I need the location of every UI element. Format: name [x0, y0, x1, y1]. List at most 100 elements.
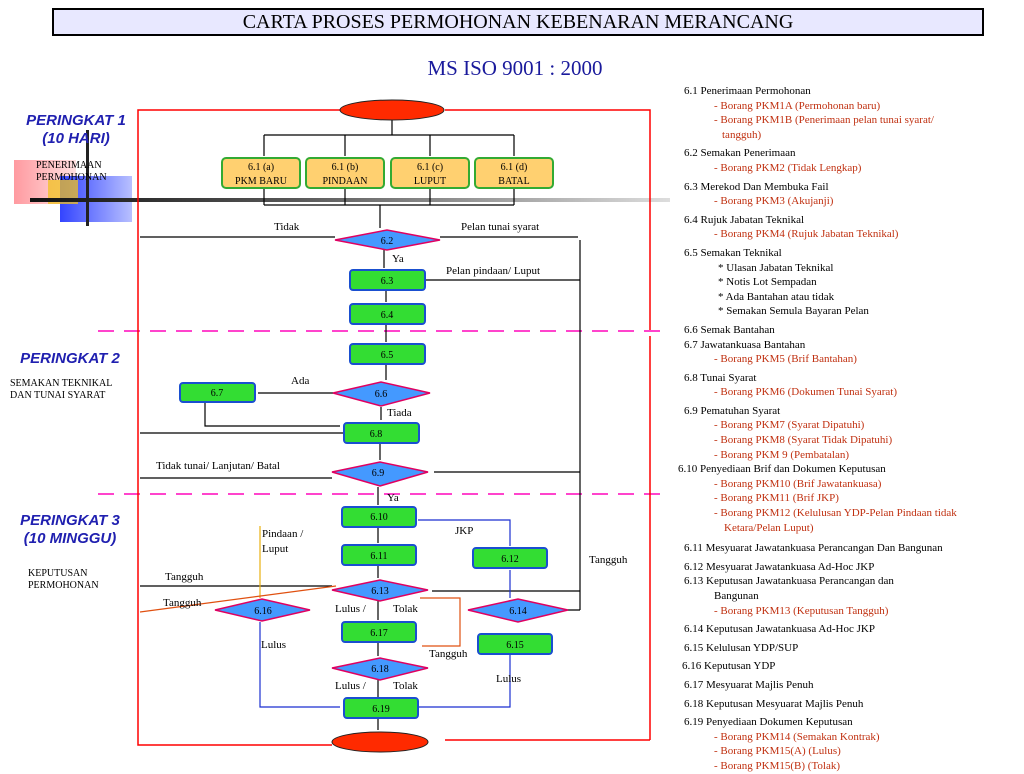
process-6-19: 6.19 [343, 697, 419, 719]
option-pkm-baru: 6.1 (a) PKM BARU [221, 157, 301, 189]
legend-6-8-a: - Borang PKM6 (Dokumen Tunai Syarat) [714, 386, 898, 399]
decision-6-18: 6.18 [331, 657, 429, 681]
process-6-7-label: 6.7 [211, 388, 224, 399]
flowchart: 6.1 (a) PKM BARU 6.1 (b) PINDAAN 6.1 (c)… [98, 99, 660, 753]
blue-flow-lines [259, 519, 511, 708]
process-6-4: 6.4 [349, 303, 426, 325]
process-6-8: 6.8 [343, 422, 420, 444]
label-pindaan-luput-2: Luput [262, 543, 288, 555]
label-lulus-left: Lulus [261, 639, 286, 651]
label-tiada: Tiada [387, 407, 412, 419]
legend-6-4: 6.4 Rujuk Jabatan Teknikal [684, 213, 805, 226]
level-1-title: PERINGKAT 1 (10 HARI) [14, 112, 138, 148]
legend-6-19-c: - Borang PKM15(B) (Tolak) [714, 759, 841, 772]
legend-6-13: 6.13 Keputusan Jawatankuasa Perancangan … [684, 575, 894, 588]
decision-6-14: 6.14 [467, 598, 569, 623]
option-pkm-baru-code: 6.1 (a) [248, 162, 274, 173]
legend-6-13-cont: Bangunan [714, 590, 759, 602]
legend-6-10-a: - Borang PKM10 (Brif Jawatankuasa) [714, 477, 882, 490]
decision-6-13-label: 6.13 [371, 586, 389, 597]
legend-6-18: 6.18 Keputusan Mesyuarat Majlis Penuh [684, 697, 864, 710]
legend-6-3-a: - Borang PKM3 (Akujanji) [714, 195, 834, 208]
decision-6-9-label: 6.9 [372, 468, 385, 479]
level-2-desc-line2: DAN TUNAI SYARAT [10, 390, 106, 401]
legend-6-7: 6.7 Jawatankuasa Bantahan [684, 338, 806, 351]
decor-line-h [30, 198, 670, 202]
legend-6-2: 6.2 Semakan Penerimaan [684, 147, 796, 160]
label-lulus-tolak-1a: Lulus / [335, 603, 367, 615]
process-6-12: 6.12 [472, 547, 548, 569]
process-6-17: 6.17 [341, 621, 417, 643]
label-tidak-tunai: Tidak tunai/ Lanjutan/ Batal [156, 460, 280, 472]
legend-6-19: 6.19 Penyediaan Dokumen Keputusan [684, 716, 853, 729]
title-box: CARTA PROSES PERMOHONAN KEBENARAN MERANC… [52, 8, 984, 36]
legend-6-16: 6.16 Keputusan YDP [682, 660, 776, 673]
option-pindaan-code: 6.1 (b) [332, 162, 359, 173]
flow-lines [140, 118, 581, 730]
option-pkm-baru-label: PKM BARU [235, 176, 288, 187]
legend-6-5-d: * Semakan Semula Bayaran Pelan [718, 305, 869, 318]
label-pelan-pindaan: Pelan pindaan/ Luput [446, 265, 540, 277]
option-pindaan: 6.1 (b) PINDAAN [305, 157, 385, 189]
decision-6-6: 6.6 [332, 381, 431, 407]
decision-6-18-label: 6.18 [371, 664, 389, 675]
decision-6-13: 6.13 [331, 579, 429, 602]
label-ya-1: Ya [392, 253, 404, 265]
process-6-15: 6.15 [477, 633, 553, 655]
level-2-title: PERINGKAT 2 [8, 350, 132, 368]
label-ada: Ada [291, 375, 309, 387]
legend-6-5-c: * Ada Bantahan atau tidak [718, 290, 835, 303]
label-tangguh-3: Tangguh [429, 648, 468, 660]
legend-6-5-b: * Notis Lot Sempadan [718, 276, 817, 289]
option-luput-label: LUPUT [414, 176, 446, 187]
label-tangguh-2: Tangguh [163, 597, 202, 609]
legend-6-10-b: - Borang PKM11 (Brif JKP) [714, 492, 839, 505]
legend-6-9: 6.9 Pematuhan Syarat [684, 404, 781, 417]
legend-6-5: 6.5 Semakan Teknikal [684, 246, 782, 259]
process-6-11: 6.11 [341, 544, 417, 566]
label-tangguh-right: Tangguh [589, 554, 628, 566]
level-1-duration: (10 HARI) [42, 130, 110, 147]
legend-6-6: 6.6 Semak Bantahan [684, 323, 775, 336]
option-batal-label: BATAL [498, 176, 529, 187]
label-pindaan-luput-1: Pindaan / [262, 528, 304, 540]
red-frame [137, 109, 651, 746]
level-1-desc: PENERIMAAN PERMOHONAN [36, 160, 107, 184]
decision-6-2: 6.2 [334, 229, 441, 251]
process-6-11-label: 6.11 [370, 551, 387, 562]
label-lulus-tolak-2b: Tolak [393, 680, 418, 692]
legend-6-15: 6.15 Kelulusan YDP/SUP [684, 641, 799, 654]
label-lulus-right: Lulus [496, 673, 521, 685]
option-batal-code: 6.1 (d) [501, 162, 528, 173]
legend-6-1-b-cont: tangguh) [722, 128, 762, 141]
option-luput: 6.1 (c) LUPUT [390, 157, 470, 189]
label-lulus-tolak-1b: Tolak [393, 603, 418, 615]
process-6-15-label: 6.15 [506, 640, 524, 651]
legend-6-1-a: - Borang PKM1A (Permohonan baru) [714, 99, 881, 112]
decor-line-v [86, 130, 89, 226]
option-pindaan-label: PINDAAN [323, 176, 368, 187]
label-lulus-tolak-2a: Lulus / [335, 680, 367, 692]
level-2-title-text: PERINGKAT 2 [20, 350, 120, 367]
level-3-desc-line1: KEPUTUSAN [28, 568, 88, 579]
page-subtitle: MS ISO 9001 : 2000 [427, 56, 603, 80]
level-3-title-text: PERINGKAT 3 [20, 512, 120, 529]
legend-6-11: 6.11 Mesyuarat Jawatankuasa Perancangan … [684, 542, 943, 555]
process-6-10-label: 6.10 [370, 512, 388, 523]
legend-6-9-a: - Borang PKM7 (Syarat Dipatuhi) [714, 419, 865, 432]
process-6-8-label: 6.8 [370, 429, 383, 440]
legend: 6.1 Penerimaan Permohonan - Borang PKM1A… [678, 84, 1024, 774]
level-1-desc-line1: PENERIMAAN [36, 160, 102, 171]
label-tidak: Tidak [274, 221, 300, 233]
legend-6-12: 6.12 Mesyuarat Jawatankuasa Ad-Hoc JKP [684, 560, 875, 573]
level-2-desc: SEMAKAN TEKNIKAL DAN TUNAI SYARAT [10, 378, 112, 402]
legend-6-10-c-cont: Ketara/Pelan Luput) [724, 521, 814, 534]
process-6-17-label: 6.17 [370, 628, 388, 639]
process-6-5: 6.5 [349, 343, 426, 365]
legend-6-10-c: - Borang PKM12 (Kelulusan YDP-Pelan Pind… [714, 507, 957, 520]
level-1-desc-line2: PERMOHONAN [36, 172, 107, 183]
label-tangguh-1: Tangguh [165, 571, 204, 583]
legend-6-13-a: - Borang PKM13 (Keputusan Tangguh) [714, 604, 889, 617]
legend-6-2-a: - Borang PKM2 (Tidak Lengkap) [714, 161, 862, 174]
page-title: CARTA PROSES PERMOHONAN KEBENARAN MERANC… [242, 11, 794, 33]
